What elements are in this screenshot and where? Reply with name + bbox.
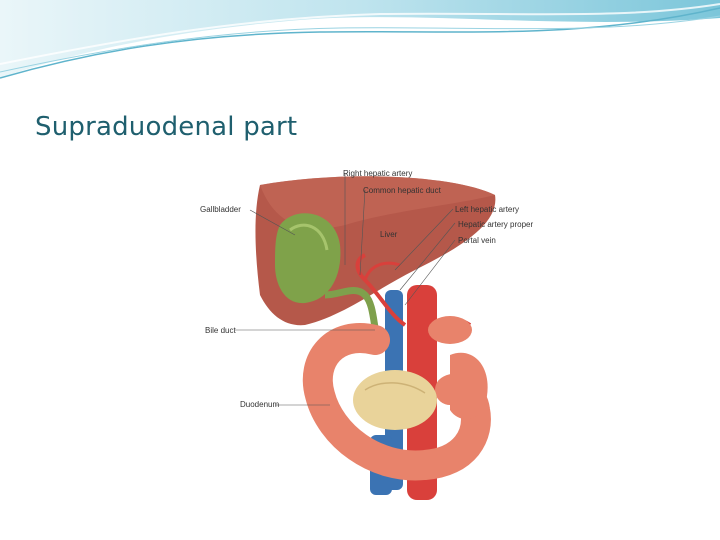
header-decoration <box>0 0 720 90</box>
label-common-hepatic-duct: Common hepatic duct <box>363 186 441 195</box>
anatomy-figure <box>195 165 550 500</box>
label-gallbladder: Gallbladder <box>200 205 241 214</box>
label-portal-vein: Portal vein <box>458 236 496 245</box>
label-left-hepatic-artery: Left hepatic artery <box>455 205 520 214</box>
label-bile-duct: Bile duct <box>205 326 236 335</box>
label-right-hepatic-artery: Right hepatic artery <box>343 169 413 178</box>
label-duodenum: Duodenum <box>240 400 280 409</box>
slide-title: Supraduodenal part <box>35 112 298 142</box>
gallbladder-shape <box>275 213 341 304</box>
label-hepatic-artery-proper: Hepatic artery proper <box>458 220 534 229</box>
header-swoosh <box>0 0 720 79</box>
pancreas-shape <box>353 370 437 430</box>
label-liver: Liver <box>380 230 398 239</box>
anatomy-illustration <box>235 173 496 500</box>
